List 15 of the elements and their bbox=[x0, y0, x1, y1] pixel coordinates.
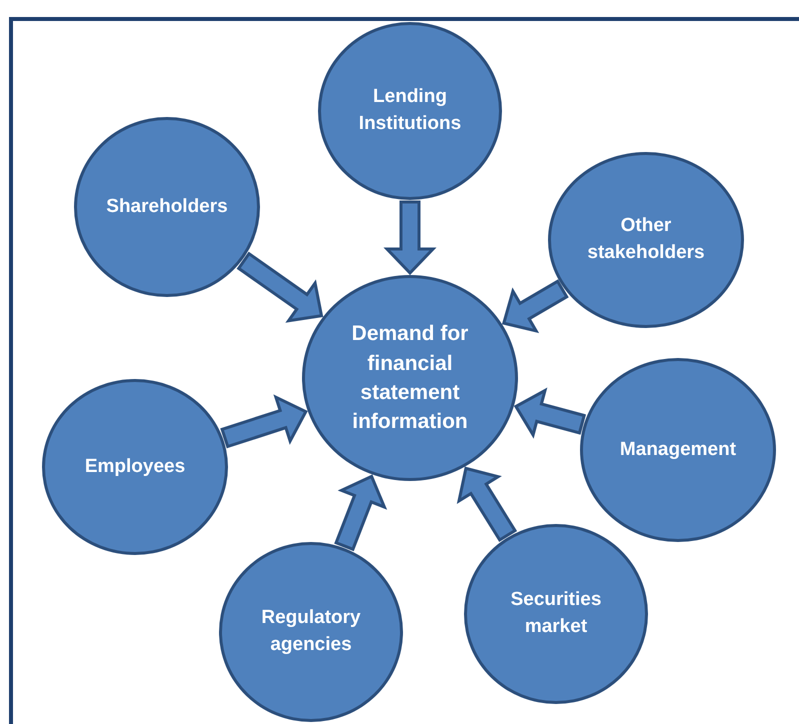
block-arrow bbox=[220, 394, 308, 448]
block-arrow bbox=[456, 466, 518, 542]
node-label: Demand for financial statement information bbox=[350, 321, 470, 436]
block-arrow bbox=[334, 474, 388, 552]
node-label: Shareholders bbox=[106, 194, 228, 219]
block-arrow bbox=[236, 252, 324, 323]
node-label: Employees bbox=[84, 454, 186, 479]
node-label: Management bbox=[620, 438, 736, 462]
node-label: Regulatory agencies bbox=[260, 606, 362, 657]
node-label: Other stakeholders bbox=[586, 214, 706, 265]
node-label: Lending Institutions bbox=[358, 85, 462, 136]
block-arrow bbox=[514, 388, 586, 439]
block-arrow bbox=[383, 200, 437, 276]
block-arrow bbox=[502, 279, 569, 334]
node-label: Securities market bbox=[510, 588, 602, 639]
